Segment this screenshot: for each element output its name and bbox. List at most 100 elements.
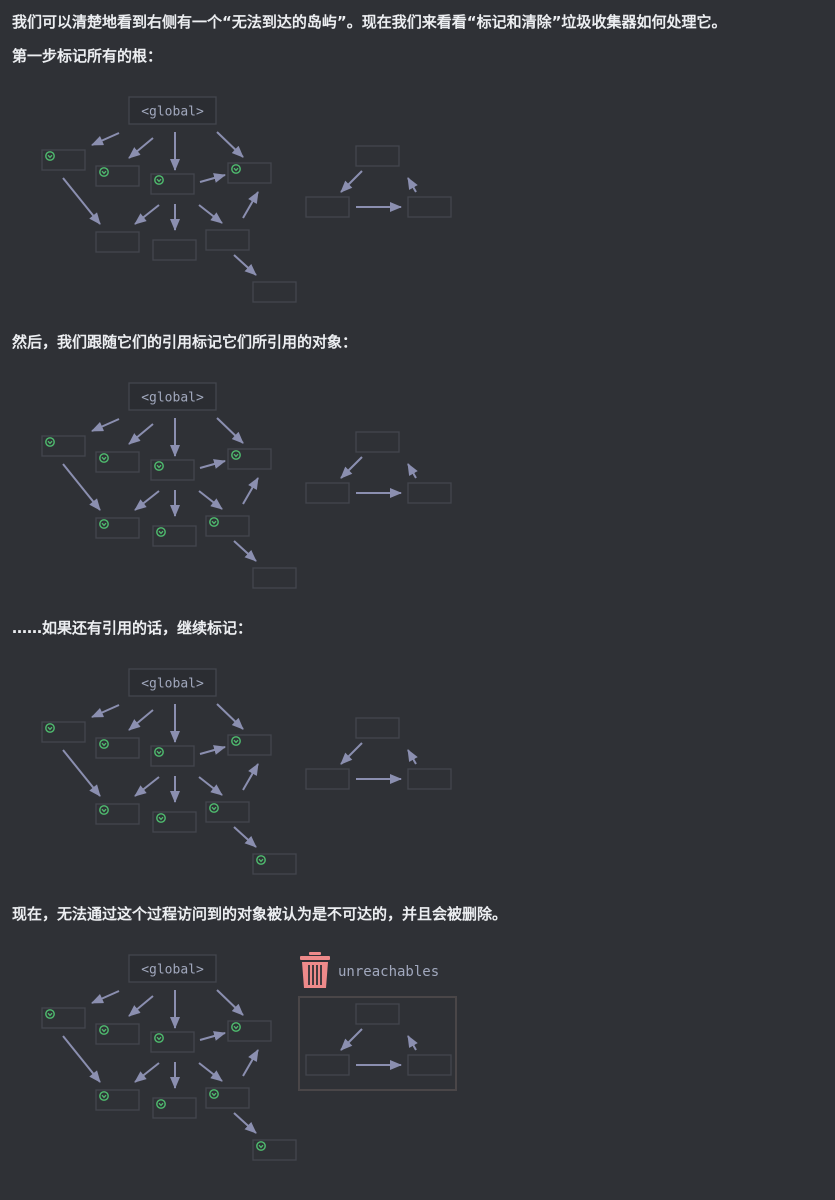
object-n6 [152, 525, 197, 547]
check-circle-icon [156, 813, 166, 823]
trash-icon [300, 952, 330, 988]
reference-arrow [62, 463, 101, 511]
reference-arrow [91, 418, 120, 432]
unreachables-label: unreachables [338, 964, 439, 980]
island-object-i3 [407, 482, 452, 504]
object-n1 [41, 1007, 86, 1029]
object-n2 [95, 165, 140, 187]
object-n8 [252, 853, 297, 875]
reference-arrow [198, 1062, 223, 1082]
global-root-box [128, 668, 217, 697]
object-n8 [252, 281, 297, 303]
reference-arrow [91, 990, 120, 1004]
reference-arrow [91, 132, 120, 146]
check-circle-icon [231, 736, 241, 746]
island-object-i1 [355, 431, 400, 453]
object-n7 [205, 801, 250, 823]
object-n3 [150, 459, 195, 481]
reference-arrow [128, 709, 154, 731]
gc-diagram-svg: <global> [41, 96, 452, 303]
reference-arrow [128, 995, 154, 1017]
reference-arrow [233, 254, 257, 276]
check-circle-icon [45, 1009, 55, 1019]
reference-arrow [216, 131, 244, 158]
reference-arrow [407, 463, 418, 479]
reference-arrow [233, 540, 257, 562]
check-circle-icon [45, 151, 55, 161]
island-object-i2 [305, 768, 350, 790]
reference-arrow [216, 989, 244, 1016]
check-circle-icon [231, 1022, 241, 1032]
reference-arrow [216, 703, 244, 730]
object-n3 [150, 745, 195, 767]
object-n5 [95, 517, 140, 539]
object-n8 [252, 1139, 297, 1161]
reference-arrow [199, 745, 226, 755]
reference-arrow [134, 1062, 160, 1083]
paragraph-step-3: ……如果还有引用的话，继续标记： [12, 619, 253, 637]
reference-arrow [340, 1028, 363, 1051]
global-root-box [128, 954, 217, 983]
reference-arrow [216, 417, 244, 444]
reference-arrow [233, 826, 257, 848]
reference-arrow [407, 749, 418, 765]
check-circle-icon [256, 855, 266, 865]
object-n5 [95, 803, 140, 825]
object-n7 [205, 1087, 250, 1109]
check-circle-icon [256, 1141, 266, 1151]
gc-diagram-svg: <global>unreachables [41, 952, 457, 1161]
island-object-i3 [407, 196, 452, 218]
object-n3 [150, 1031, 195, 1053]
check-circle-icon [45, 723, 55, 733]
reference-arrow [128, 423, 154, 445]
check-circle-icon [209, 803, 219, 813]
check-circle-icon [156, 527, 166, 537]
check-circle-icon [209, 517, 219, 527]
check-circle-icon [231, 450, 241, 460]
object-n3 [150, 173, 195, 195]
reference-arrow [91, 704, 120, 718]
reference-arrow [198, 490, 223, 510]
object-n1 [41, 721, 86, 743]
reference-arrow [340, 170, 363, 193]
reference-arrow [128, 137, 154, 159]
check-circle-icon [45, 437, 55, 447]
object-n1 [41, 149, 86, 171]
reference-arrow [407, 1035, 418, 1051]
reference-arrow [340, 456, 363, 479]
object-n5 [95, 231, 140, 253]
diagram-step-3: <global> [0, 664, 835, 914]
global-root-box [128, 96, 217, 125]
check-circle-icon [99, 167, 109, 177]
check-circle-icon [99, 453, 109, 463]
diagram-step-2: <global> [0, 378, 835, 628]
intro-line-2: 第一步标记所有的根： [12, 47, 163, 65]
island-object-i3 [407, 768, 452, 790]
object-n5 [95, 1089, 140, 1111]
check-circle-icon [154, 461, 164, 471]
island-object-i2 [305, 482, 350, 504]
reference-arrow [134, 490, 160, 511]
check-circle-icon [154, 1033, 164, 1043]
reference-arrow [242, 191, 259, 219]
global-label: <global> [141, 391, 204, 406]
check-circle-icon [99, 739, 109, 749]
reference-arrow [198, 204, 223, 224]
gc-diagram-svg: <global> [41, 382, 452, 589]
gc-diagram-svg: <global> [41, 668, 452, 875]
object-n2 [95, 451, 140, 473]
global-label: <global> [141, 677, 204, 692]
reference-arrow [198, 776, 223, 796]
reference-arrow [242, 477, 259, 505]
check-circle-icon [154, 747, 164, 757]
object-n4 [227, 162, 272, 184]
island-object-i1 [355, 717, 400, 739]
paragraph-step-4: 现在，无法通过这个过程访问到的对象被认为是不可达的，并且会被删除。 [12, 905, 508, 923]
intro-line-1: 我们可以清楚地看到右侧有一个“无法到达的岛屿”。现在我们来看看“标记和清除”垃圾… [12, 13, 727, 31]
island-object-i3 [407, 1054, 452, 1076]
object-n4 [227, 1020, 272, 1042]
reference-arrow [199, 1031, 226, 1041]
check-circle-icon [99, 1091, 109, 1101]
object-n1 [41, 435, 86, 457]
diagram-step-4: <global>unreachables [0, 950, 835, 1200]
